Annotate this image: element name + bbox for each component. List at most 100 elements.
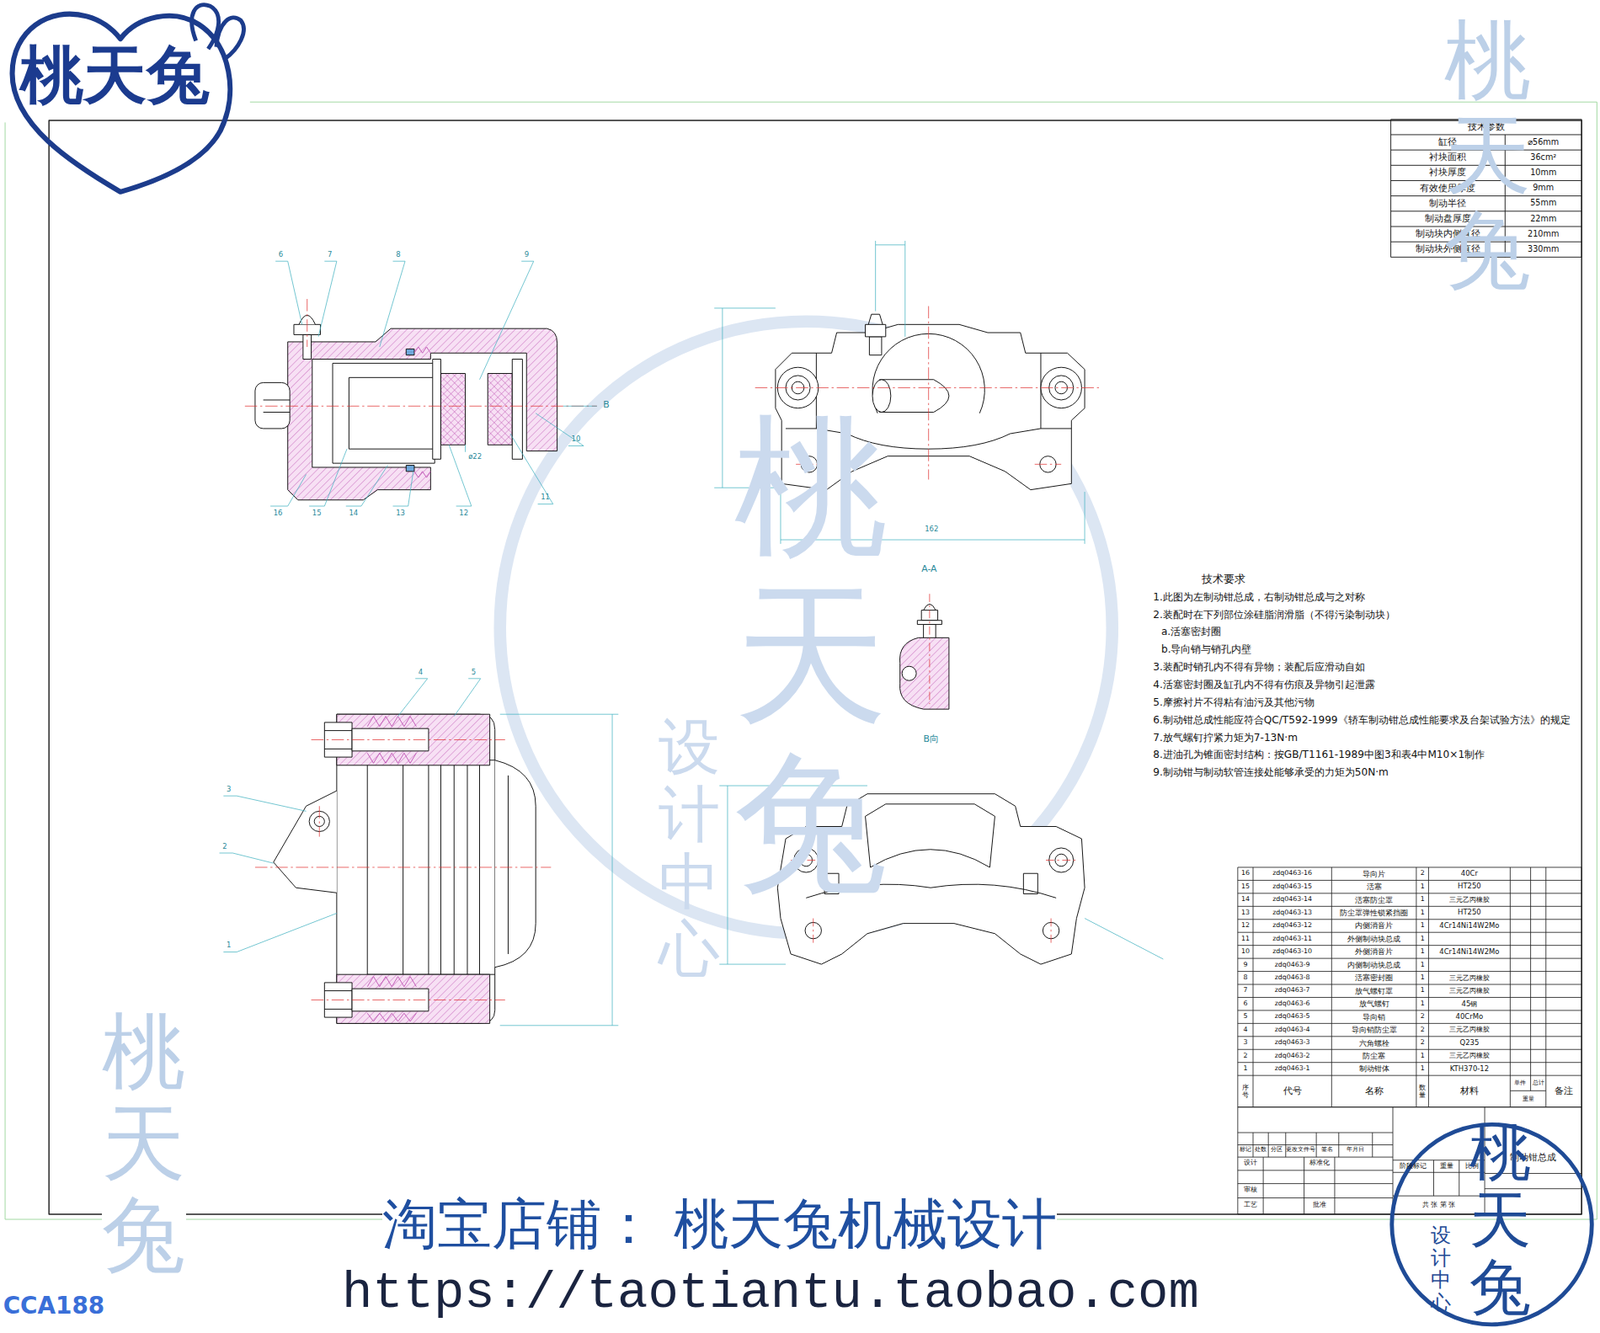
leader-line [270, 261, 598, 507]
part-qty: 2 [1416, 867, 1430, 880]
caliper-section-view [332, 362, 435, 464]
table-header: 总计 [1530, 1075, 1547, 1091]
caliper-section-view [348, 377, 435, 449]
part-code: zdq0463-1 [1253, 1062, 1332, 1076]
part-code: zdq0463-7 [1253, 984, 1332, 998]
part-number: 2 [1237, 1049, 1254, 1062]
center-line [245, 298, 598, 406]
part-qty: 1 [1416, 971, 1430, 985]
part-qty: 1 [1416, 1049, 1430, 1062]
callout-number: 4 [418, 668, 423, 677]
part-number: 11 [1237, 932, 1254, 945]
watermark: 设计中心 [658, 714, 720, 984]
part-material: KTH370-12 [1428, 1062, 1510, 1076]
part-name: 导向销 [1331, 1010, 1417, 1024]
note-line: 6.制动钳总成性能应符合QC/T592-1999《轿车制动钳总成性能要求及台架试… [1152, 714, 1570, 726]
part-qty: 1 [1416, 932, 1430, 945]
leader-line [318, 261, 337, 337]
part-number: 6 [1237, 997, 1254, 1010]
note-line: 3.装配时销孔内不得有异物；装配后应滑动自如 [1152, 661, 1366, 673]
leader-line [223, 795, 306, 811]
part-name: 外侧消音片 [1331, 945, 1417, 959]
drawing-frame [5, 101, 1597, 1220]
part-number: 4 [1237, 1023, 1254, 1036]
leader-line [346, 465, 389, 507]
callout-number: 7 [327, 250, 332, 259]
part-number: 13 [1237, 906, 1254, 919]
title-block-cell: 处数 [1253, 1145, 1269, 1156]
note-line: 8.进油孔为锥面密封结构：按GB/T1161-1989中图3和表4中M10×1制… [1152, 749, 1485, 761]
note-line: 7.放气螺钉拧紧力矩为7-13N·m [1152, 732, 1298, 744]
part-code: zdq0463-16 [1253, 867, 1332, 880]
part-number: 9 [1237, 958, 1254, 971]
title-block-cell: 设计 [1237, 1157, 1264, 1170]
part-number: 1 [1237, 1062, 1254, 1076]
callout-number: 11 [540, 493, 550, 502]
part-material: 40Cr [1428, 867, 1510, 880]
leader-line [453, 678, 481, 717]
logo-text: 桃天兔 [20, 40, 210, 111]
caliper-front-view [868, 314, 883, 325]
title-block [1263, 1157, 1335, 1215]
title-block-cell: 批准 [1304, 1199, 1335, 1212]
table-header: 序号 [1242, 1083, 1249, 1100]
leader-line [448, 444, 472, 507]
part-name: 外侧制动块总成 [1331, 932, 1417, 945]
part-material: 4Cr14Ni14W2Mo [1428, 919, 1510, 933]
part-number: 5 [1237, 1010, 1254, 1024]
section-a-a [901, 666, 917, 681]
caliper-section-view [288, 328, 558, 501]
logo-outline [216, 17, 245, 59]
note-line: 2.装配时在下列部位涂硅脂润滑脂（不得污染制动块） [1152, 609, 1396, 621]
table-header: 名称 [1331, 1075, 1417, 1108]
leader-line [500, 714, 619, 1026]
note-heading: 技术要求 [1201, 573, 1246, 586]
leader-line [223, 912, 337, 952]
part-code: zdq0463-15 [1253, 880, 1332, 893]
part-material: 三元乙丙橡胶 [1428, 893, 1510, 907]
part-code: zdq0463-14 [1253, 893, 1332, 907]
dimension: ø22 [468, 453, 482, 461]
part-name: 活塞防尘罩 [1331, 893, 1417, 907]
caliper-front-view [869, 336, 882, 356]
callout-number: 1 [226, 941, 231, 950]
part-name: 导向片 [1331, 867, 1417, 880]
center-line [255, 740, 551, 1001]
callout-number: 12 [458, 509, 469, 518]
section-label: A-A [921, 564, 937, 575]
leader-line [219, 678, 619, 1026]
part-name: 制动钳体 [1331, 1062, 1417, 1076]
center-line [245, 298, 598, 406]
part-name: 活塞密封圈 [1331, 971, 1417, 985]
caliper-side-view [273, 714, 536, 1024]
part-qty: 1 [1416, 1062, 1430, 1076]
part-number: 12 [1237, 919, 1254, 933]
part-qty: 2 [1416, 1023, 1430, 1036]
callout-number: 10 [571, 435, 582, 443]
part-material: 40CrMo [1428, 1010, 1510, 1024]
leader-line [480, 261, 534, 380]
parts-list-table [1237, 880, 1582, 1076]
part-material: 三元乙丙橡胶 [1428, 971, 1510, 985]
part-code: zdq0463-9 [1253, 958, 1332, 971]
callout-number: 5 [471, 668, 476, 677]
part-qty: 1 [1416, 945, 1430, 959]
title-block-cell: 重量 [1433, 1160, 1459, 1174]
title-block-cell: 工艺 [1237, 1199, 1264, 1212]
callout-number: 6 [278, 250, 283, 259]
center-line [928, 593, 930, 704]
title-block-cell: 分区 [1268, 1145, 1286, 1156]
part-qty: 1 [1416, 893, 1430, 907]
watermark-logo: 设计中心 [1430, 1224, 1451, 1315]
drawing-frame [5, 101, 1597, 1220]
title-block-cell: 标准化 [1304, 1157, 1335, 1170]
table-header: 数量 [1418, 1083, 1426, 1100]
dimension: 162 [913, 524, 951, 535]
part-material: HT250 [1428, 906, 1510, 919]
view-label: B向 [923, 734, 939, 745]
caliper-section-view [255, 314, 558, 500]
part-material: Q235 [1428, 1036, 1510, 1050]
leader-line [219, 853, 274, 864]
title-block-cell: 年月日 [1338, 1145, 1373, 1156]
callout-number: 14 [348, 509, 358, 518]
